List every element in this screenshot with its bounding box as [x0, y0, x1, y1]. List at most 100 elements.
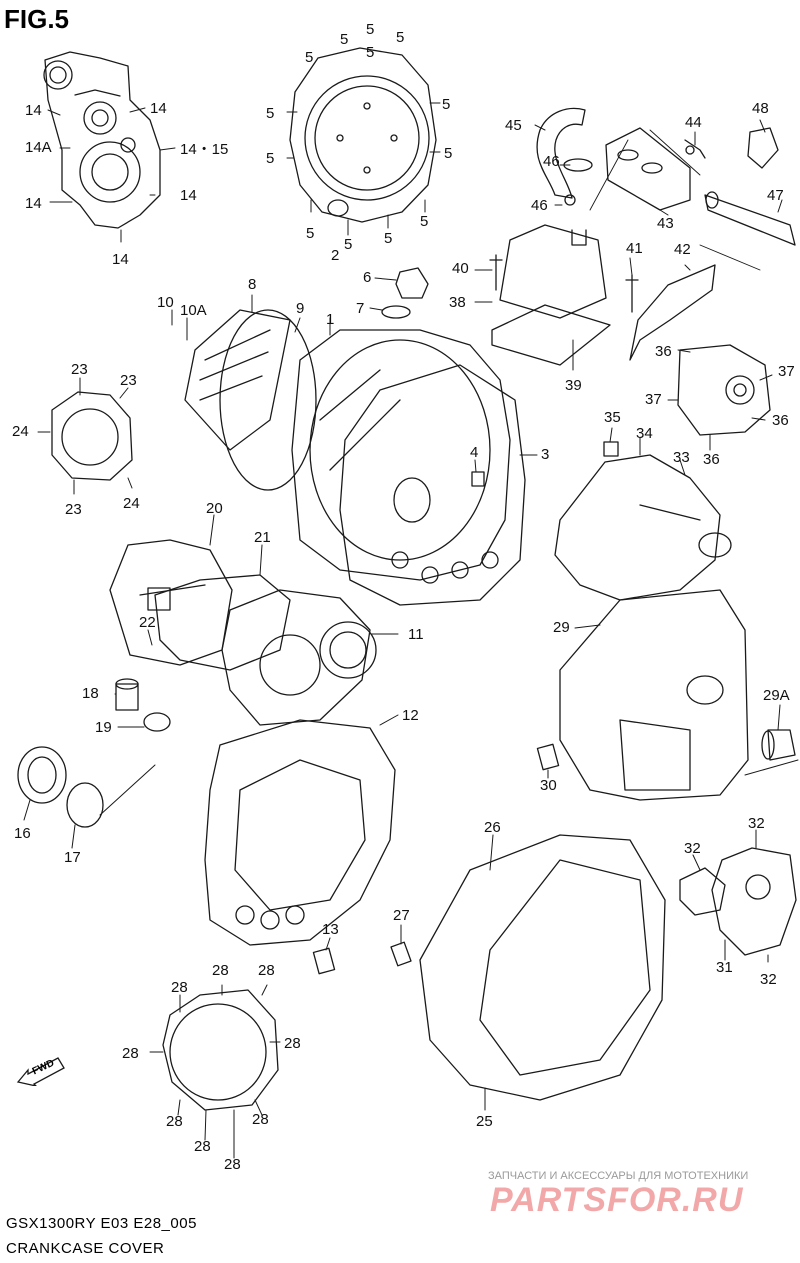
callout-5-i: 5 [444, 145, 453, 162]
part-20-pump-case [109, 539, 233, 666]
callout-32-c: 32 [760, 971, 777, 988]
callout-14-c: 14 [180, 187, 197, 204]
callout-28-c: 28 [171, 979, 188, 996]
callout-26: 26 [484, 819, 501, 836]
callout-46-b: 46 [531, 197, 548, 214]
callout-28-h: 28 [194, 1138, 211, 1155]
part-47-hose-fitting [704, 191, 796, 246]
part-3-gasket [339, 364, 526, 606]
callout-14-e: 14 [112, 251, 129, 268]
callout-1: 1 [326, 311, 335, 328]
callout-12: 12 [402, 707, 419, 724]
part-12-gasket [204, 719, 396, 946]
callout-28-a: 28 [212, 962, 229, 979]
callout-11: 11 [408, 626, 424, 643]
figure-title: FIG.5 [4, 4, 70, 34]
part-7-o-ring [381, 305, 411, 319]
callout-43: 43 [657, 215, 674, 232]
callout-20: 20 [206, 500, 223, 517]
callout-31: 31 [716, 959, 733, 976]
part-19-o-ring [143, 712, 171, 732]
callout-25: 25 [476, 1113, 493, 1130]
callout-13: 13 [322, 921, 339, 938]
callout-5-k: 5 [306, 225, 315, 242]
part-36-cover [677, 344, 771, 436]
callout-28-g: 28 [252, 1111, 269, 1128]
callout-10: 10 [157, 294, 174, 311]
callout-3: 3 [541, 446, 550, 463]
callout-24-b: 24 [123, 495, 140, 512]
callout-14-d: 14 [25, 195, 42, 212]
callout-17: 17 [64, 849, 81, 866]
callout-9: 9 [296, 300, 305, 317]
callout-22: 22 [139, 614, 156, 631]
callout-44: 44 [685, 114, 702, 131]
fwd-arrow-icon [16, 1057, 65, 1088]
callout-32-a: 32 [748, 815, 765, 832]
callout-39: 39 [565, 377, 582, 394]
part-32-cover [679, 847, 797, 956]
callout-5-d: 5 [305, 49, 314, 66]
callout-35: 35 [604, 409, 621, 426]
callout-40: 40 [452, 260, 469, 277]
part-9-gasket [219, 309, 317, 491]
callout-32-b: 32 [684, 840, 701, 857]
part-21-pump-gasket [154, 574, 291, 671]
part-30-dowel [536, 743, 560, 771]
part-18-plug [115, 678, 139, 711]
callout-5-g: 5 [442, 96, 451, 113]
callout-16: 16 [14, 825, 31, 842]
callout-5-b: 5 [366, 21, 375, 38]
callout-5-a: 5 [340, 31, 349, 48]
callout-45: 45 [505, 117, 522, 134]
callout-2: 2 [331, 247, 340, 264]
callout-28-d: 28 [122, 1045, 139, 1062]
part-29a-dowel [761, 729, 796, 761]
part-1-clutch-cover [291, 329, 511, 581]
callout-14a: 14A [25, 139, 52, 156]
part-6-plug [395, 267, 429, 299]
part-35-dowel [603, 441, 619, 457]
part-42-stay [629, 264, 716, 361]
callout-5-h: 5 [266, 150, 275, 167]
callout-46-a: 46 [543, 153, 560, 170]
part-4-dowel [471, 471, 485, 487]
callout-5-j: 5 [420, 213, 429, 230]
callout-41: 41 [626, 240, 643, 257]
callout-21: 21 [254, 529, 271, 546]
callout-28-e: 28 [284, 1035, 301, 1052]
callout-42: 42 [674, 241, 691, 258]
part-17-circlip [66, 782, 104, 828]
callout-23-a: 23 [71, 361, 88, 378]
callout-29a: 29A [763, 687, 790, 704]
callout-14-b: 14 [150, 100, 167, 117]
callout-14-a: 14 [25, 102, 42, 119]
callout-19: 19 [95, 719, 112, 736]
callout-24-a: 24 [12, 423, 29, 440]
part-40-bolt [489, 254, 503, 291]
part-24-cover [51, 391, 133, 481]
part-27-dowel [390, 941, 412, 967]
part-11-cover [221, 589, 377, 726]
callout-5-c: 5 [396, 29, 405, 46]
callout-4: 4 [470, 444, 479, 461]
callout-36-a: 36 [655, 343, 672, 360]
callout-37-b: 37 [645, 391, 662, 408]
callout-37-a: 37 [778, 363, 795, 380]
callout-28-i: 28 [224, 1156, 241, 1173]
callout-27: 27 [393, 907, 410, 924]
callout-5-m: 5 [384, 230, 393, 247]
callout-36-c: 36 [703, 451, 720, 468]
callout-36-b: 36 [772, 412, 789, 429]
callout-28-f: 28 [166, 1113, 183, 1130]
leader-lines [23, 102, 799, 1159]
callout-10a: 10A [180, 302, 207, 319]
callout-47: 47 [767, 187, 784, 204]
callout-30: 30 [540, 777, 557, 794]
part-33-pump-cover [554, 454, 732, 601]
guide-lines [589, 129, 761, 271]
part-5-cover [289, 47, 437, 223]
callout-34: 34 [636, 425, 653, 442]
callout-14-15: 14・15 [180, 141, 229, 158]
